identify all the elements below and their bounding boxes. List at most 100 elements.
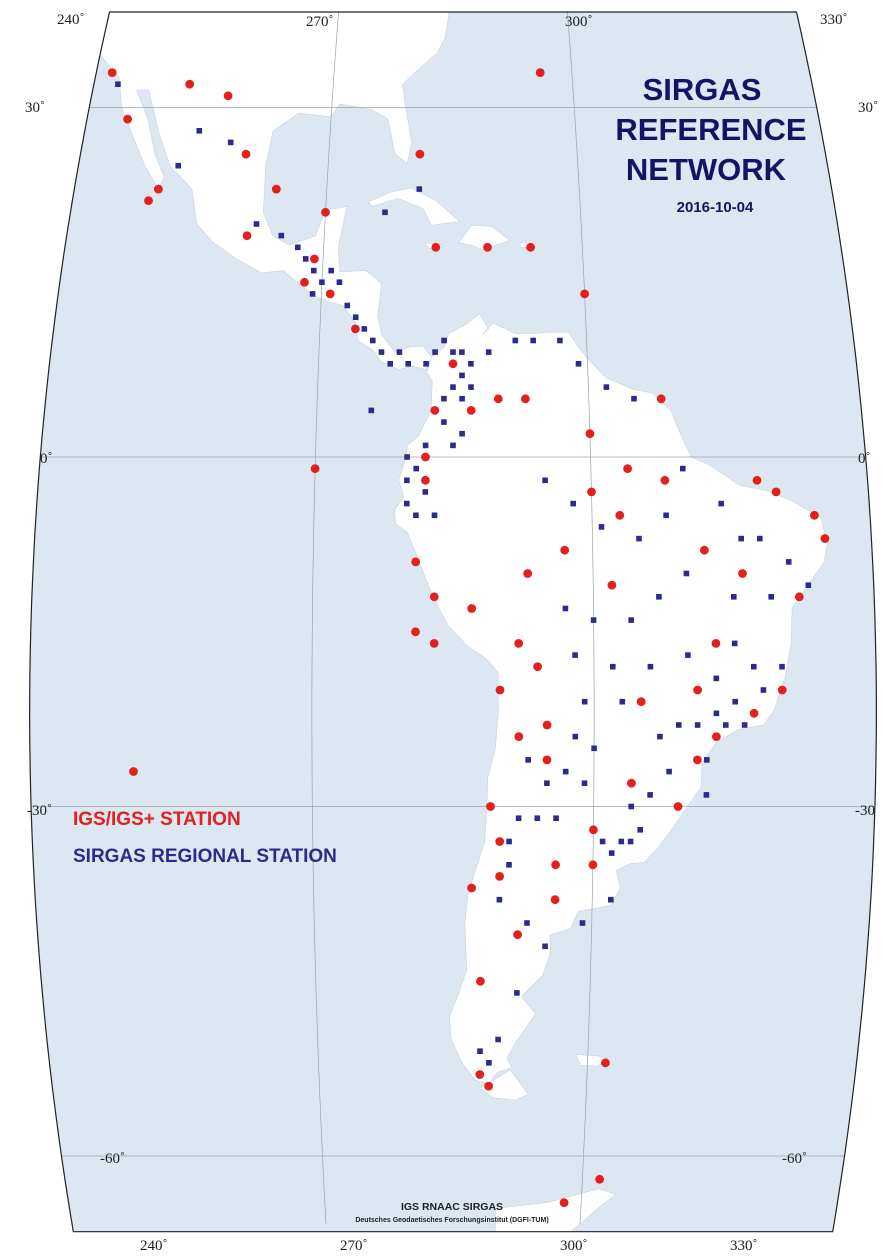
lon-label-top-240: 240˚ [57,12,85,28]
lat-label-left-30: 30˚ [25,100,45,116]
lat-label-left-m30: -30˚ [27,803,52,819]
regional-station-marker [524,920,530,926]
igs-station-marker [588,860,598,870]
regional-station-marker [278,232,285,239]
regional-station-marker [309,291,316,297]
regional-station-marker [732,698,738,705]
regional-station-marker [404,500,410,507]
regional-station-marker [723,722,729,728]
regional-station-marker [441,395,447,402]
regional-station-marker [468,384,474,390]
igs-station-marker [310,464,320,473]
igs-station-marker [533,662,542,672]
igs-station-marker [514,639,524,648]
regional-station-marker [328,267,334,274]
regional-station-marker [514,990,520,996]
lat-label-right-0: 0˚ [858,451,871,467]
regional-station-marker [459,430,465,437]
station-layer [107,68,830,1207]
igs-station-marker [466,406,476,415]
regional-station-marker [713,675,720,682]
lat-label-left-0: 0˚ [40,451,53,467]
igs-station-marker [810,510,819,520]
igs-station-marker [429,592,439,602]
igs-station-marker [476,976,485,986]
regional-station-marker [253,221,260,227]
regional-station-marker [450,442,456,449]
title-line-2: REFERENCE [615,112,806,147]
regional-station-marker [694,722,701,728]
igs-station-marker [242,231,252,241]
axis-labels: 240˚ 270˚ 300˚ 330˚ 240˚ 270˚ 300˚ 330˚ … [25,12,878,1254]
igs-station-marker [559,1198,569,1207]
regional-station-marker [336,279,343,285]
regional-station-marker [768,594,774,600]
regional-station-marker [779,663,785,670]
regional-station-marker [431,512,438,519]
regional-station-marker [757,535,763,542]
igs-station-marker [623,464,632,473]
regional-station-marker [450,384,456,390]
regional-station-marker [590,617,597,623]
regional-station-marker [361,326,368,332]
igs-station-marker [154,184,163,194]
regional-station-marker [396,349,403,355]
regional-station-marker [603,384,610,390]
igs-station-marker [711,639,721,648]
igs-station-marker [421,452,430,462]
igs-station-marker [223,91,233,101]
igs-station-marker [580,289,589,299]
igs-station-marker [820,534,830,543]
regional-station-marker [382,209,388,216]
igs-station-marker [550,895,560,905]
regional-station-marker [450,349,456,355]
regional-station-marker [405,361,411,367]
lat-label-left-m60: -60˚ [100,1151,125,1167]
lon-label-bottom-300: 300˚ [560,1238,588,1254]
igs-station-marker [411,557,421,567]
regional-station-marker [731,594,737,600]
regional-station-marker [295,244,301,251]
igs-station-marker [421,475,430,485]
regional-station-marker [496,896,503,903]
regional-station-marker [741,722,748,728]
regional-station-marker [553,815,559,821]
regional-station-marker [598,524,605,530]
igs-station-marker [185,79,195,89]
regional-station-marker [631,395,637,402]
regional-station-marker [468,361,474,367]
igs-station-marker [738,569,747,578]
regional-station-marker [477,1048,483,1054]
regional-station-marker [413,512,419,519]
igs-station-marker [495,685,505,695]
lon-label-bottom-240: 240˚ [140,1238,168,1254]
igs-station-marker [542,755,552,765]
igs-station-marker [484,1081,493,1091]
regional-station-marker [416,186,423,192]
regional-station-marker [647,663,654,670]
igs-station-marker [777,685,787,695]
regional-station-marker [525,757,531,763]
igs-station-marker [526,242,535,252]
regional-station-marker [506,862,512,868]
land-tierra-del-fuego [479,1069,529,1101]
regional-station-marker [656,594,662,600]
regional-station-marker [352,314,359,320]
regional-station-marker [175,162,181,169]
lon-label-top-270: 270˚ [306,14,334,30]
igs-station-marker [495,837,505,846]
igs-station-marker [587,487,596,497]
igs-station-marker [607,580,617,590]
igs-station-marker [493,394,503,404]
igs-station-marker [521,394,530,404]
igs-station-marker [107,68,117,77]
lat-label-right-30: 30˚ [858,100,878,116]
regional-station-marker [572,733,579,740]
regional-station-marker [676,722,682,728]
igs-station-marker [483,242,492,252]
igs-station-marker [129,767,138,776]
igs-station-marker [589,825,598,835]
regional-station-marker [647,792,653,798]
regional-station-marker [311,267,317,274]
